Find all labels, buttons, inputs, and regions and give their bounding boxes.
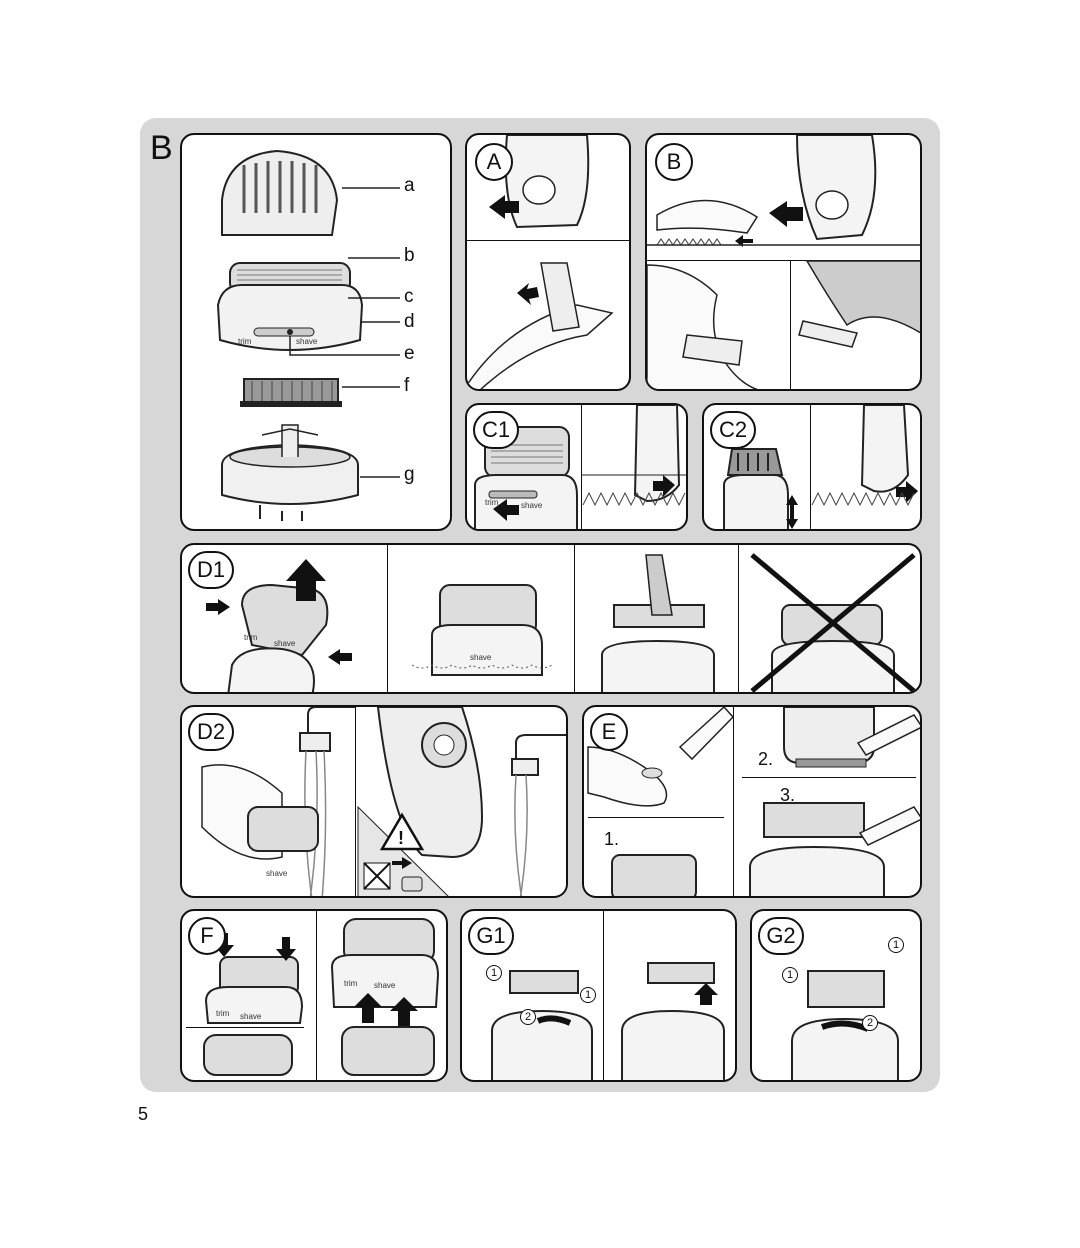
panel-label-C1: C1 xyxy=(473,411,519,449)
panel-label-G1: G1 xyxy=(468,917,514,955)
switch-label-trim: trim xyxy=(485,498,499,507)
page-number: 5 xyxy=(138,1104,149,1124)
panel-A: A xyxy=(465,133,631,391)
panel-G2: G2 1 1 2 xyxy=(750,909,922,1082)
panel-divider xyxy=(574,545,575,692)
panel-E: E 1. 2. 3. xyxy=(582,705,922,898)
switch-label-shave: shave xyxy=(274,639,296,648)
panel-divider xyxy=(387,545,388,692)
step-label-1: 1. xyxy=(604,829,620,849)
panel-label-B: B xyxy=(655,143,693,181)
panel-divider xyxy=(467,240,629,241)
section-tab: B xyxy=(140,126,186,170)
switch-label-shave: shave xyxy=(266,869,288,878)
panel-label-G2: G2 xyxy=(758,917,804,955)
panel-label-F: F xyxy=(188,917,226,955)
warning-icon xyxy=(379,812,425,851)
panel-divider xyxy=(603,911,604,1080)
panel-label-D2: D2 xyxy=(188,713,234,751)
panel-divider xyxy=(647,260,920,261)
circled-step-2: 2 xyxy=(862,1015,878,1031)
panel-parts: a b c d e f g trim shave xyxy=(180,133,452,531)
panel-divider xyxy=(355,707,356,896)
panel-label-E: E xyxy=(590,713,628,751)
switch-label-trim: trim xyxy=(344,979,358,988)
panel-divider xyxy=(581,405,582,529)
panel-divider xyxy=(738,545,739,692)
panel-label-C2: C2 xyxy=(710,411,756,449)
part-label-e: e xyxy=(404,343,415,364)
panel-B-drawing xyxy=(647,135,920,389)
circled-step-1: 1 xyxy=(888,937,904,953)
panel-label-D1: D1 xyxy=(188,551,234,589)
circled-step-1: 1 xyxy=(486,965,502,981)
switch-label-shave: shave xyxy=(296,337,318,346)
panel-D2: D2 ! shave xyxy=(180,705,568,898)
panel-divider xyxy=(733,707,734,896)
panel-G2-drawing xyxy=(791,970,899,1080)
panel-D1-drawing xyxy=(206,553,916,692)
panel-E-drawing xyxy=(587,707,920,896)
panel-divider xyxy=(790,260,791,389)
part-label-b: b xyxy=(404,245,415,266)
switch-label-shave: shave xyxy=(374,981,396,990)
panel-divider xyxy=(186,1027,304,1028)
panel-divider xyxy=(316,911,317,1080)
panel-divider xyxy=(742,777,916,778)
switch-label-shave: shave xyxy=(470,653,492,662)
switch-label-shave: shave xyxy=(240,1012,262,1021)
part-label-f: f xyxy=(404,375,410,396)
panel-G1: G1 1 1 2 xyxy=(460,909,737,1082)
panel-divider xyxy=(588,817,724,818)
panel-C2-drawing xyxy=(723,405,918,529)
panel-label-A: A xyxy=(475,143,513,181)
part-label-g: g xyxy=(404,464,415,485)
part-label-a: a xyxy=(404,175,415,196)
panel-A-drawing xyxy=(467,135,614,389)
circled-step-2: 2 xyxy=(520,1009,536,1025)
panel-D2-drawing xyxy=(201,707,566,896)
panel-divider xyxy=(810,405,811,529)
switch-label-trim: trim xyxy=(216,1009,230,1018)
part-label-c: c xyxy=(404,286,414,307)
switch-label-trim: trim xyxy=(238,337,252,346)
panel-F: F trim shave trim shave xyxy=(180,909,448,1082)
circled-step-1: 1 xyxy=(580,987,596,1003)
warning-symbol: ! xyxy=(398,828,404,848)
section-letter: B xyxy=(150,129,173,167)
part-label-d: d xyxy=(404,311,415,332)
circled-step-1: 1 xyxy=(782,967,798,983)
panel-B: B xyxy=(645,133,922,391)
panel-G1-drawing xyxy=(491,962,725,1080)
parts-drawing xyxy=(216,149,400,521)
panel-F-drawing xyxy=(203,918,440,1076)
switch-label-trim: trim xyxy=(244,633,258,642)
switch-label-shave: shave xyxy=(521,501,543,510)
panel-C2: C2 xyxy=(702,403,922,531)
panel-D1: D1 trim shave shave xyxy=(180,543,922,694)
step-label-3: 3. xyxy=(780,785,796,805)
step-label-2: 2. xyxy=(758,749,774,769)
panel-C1: C1 trim shave xyxy=(465,403,688,531)
